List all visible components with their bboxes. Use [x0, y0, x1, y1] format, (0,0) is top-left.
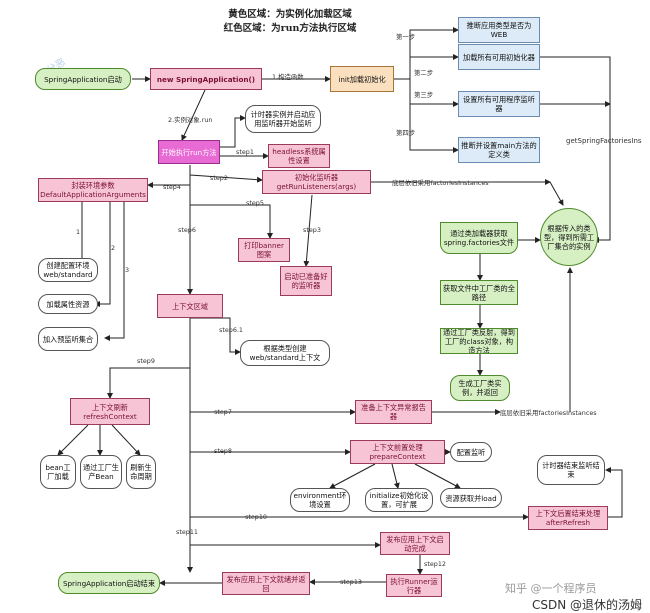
label-step10: step10: [245, 513, 267, 521]
node-set-listener: 设置所有可用程序监听器: [458, 91, 540, 117]
node-ctx-area: 上下文区域: [157, 294, 223, 318]
label-step1: step1: [236, 148, 254, 156]
node-new-app: new SpringApplication(): [150, 68, 262, 90]
label-step4: step4: [163, 183, 181, 191]
node-start-listener: 启动已准备好的监听器: [280, 266, 332, 296]
node-prepare-exception: 准备上下文异常报告器: [355, 400, 432, 424]
node-bean-factory-load: bean工厂加载: [40, 455, 76, 489]
node-create-ctx-type: 根据类型创建web/standard上下文: [240, 340, 330, 366]
node-after-refresh: 上下文后置结束处理afterRefresh: [528, 506, 608, 530]
node-publish-ready: 发布应用上下文就绪并返回: [222, 572, 310, 595]
node-init: init加载初始化: [330, 66, 394, 92]
node-runner: 执行Runner运行器: [386, 574, 442, 597]
legend-line-2: 红色区域：为run方法执行区域: [223, 23, 357, 35]
csdn-watermark: CSDN @退休的汤姆: [532, 598, 643, 612]
label-step-a2: 第二步: [414, 69, 434, 77]
node-gen-instances: 生成工厂类实例，并返回: [450, 375, 510, 401]
node-add-listener-env: 加入预监听集合: [38, 327, 98, 351]
label-step2: step2: [210, 174, 228, 182]
node-get-run-listeners: 初始化监听器getRunListeners(args): [262, 170, 371, 194]
label-step6-1: step6.1: [219, 326, 243, 334]
node-get-full-paths: 获取文件中工厂类的全路径: [440, 280, 518, 305]
node-prepare-context: 上下文前置处理prepareContext: [350, 440, 445, 464]
label-construct: 1.构造函数: [272, 73, 304, 81]
node-timer-start: 计时器实例并启动应用监听器开始监听: [245, 105, 321, 133]
node-env-setting: environment环境设置: [290, 488, 350, 512]
label-step9: step9: [137, 357, 155, 365]
label-instance-run: 2.实例对象.run: [168, 116, 213, 124]
node-create-env: 创建配置环境web/standard: [38, 258, 98, 282]
node-headless: headless系统属性设置: [268, 144, 330, 168]
node-init-setting: initialize初始化设置，可扩展: [365, 488, 433, 512]
node-timer-end: 计时器结束监听结束: [537, 455, 605, 485]
label-step11: step11: [176, 528, 198, 536]
label-n2: 2: [111, 244, 116, 252]
node-config-listener: 配置监听: [450, 442, 492, 462]
zhihu-watermark: 知乎 @一个程序员: [505, 582, 597, 595]
label-step6: step6: [178, 226, 196, 234]
node-default-args: 封装环境参数DefaultApplicationArguments: [38, 178, 148, 202]
label-from-factories-1: 底层依旧采用factoriesInstances: [392, 179, 489, 187]
label-from-factories-2: 底层依旧采用factoriesInstances: [500, 409, 597, 417]
node-load-props: 加载属性资源: [38, 294, 98, 314]
node-class-loader: 通过类加载器获取spring.factories文件: [440, 222, 518, 254]
node-reflect-factory: 通过工厂类反射，得到工厂的class对象，构造方法: [440, 328, 518, 354]
node-infer-main: 推断并设置main方法的定义类: [458, 137, 540, 163]
label-step5: step5: [246, 199, 264, 207]
label-step7: step7: [214, 408, 232, 416]
label-step8: step8: [214, 447, 232, 455]
label-get-factories: getSpringFactoriesIns: [566, 137, 642, 145]
label-step13: step13: [340, 578, 362, 586]
label-step12: step12: [424, 560, 446, 568]
legend-header: 黄色区域：为实例化加载区域 红色区域：为run方法执行区域: [160, 8, 420, 37]
node-app-started: 发布应用上下文启动完成: [380, 532, 450, 555]
node-start: SpringApplication启动: [35, 68, 131, 90]
node-load-by-type: 根据传入的类型，得到所需工厂集合的实例: [540, 208, 598, 266]
node-infer-web: 推断应用类型是否为WEB: [458, 17, 540, 43]
node-resource-load: 资源获取并load: [440, 488, 502, 508]
label-step-a1: 第一步: [396, 33, 416, 41]
node-run-method: 开始执行run方法: [158, 140, 220, 164]
node-end: SpringApplication启动结束: [58, 572, 160, 594]
label-step-a4: 第四步: [396, 129, 416, 137]
node-print-banner: 打印banner图案: [238, 238, 290, 262]
node-refresh-lifecycle: 刷新生命周期: [126, 455, 156, 489]
legend-line-1: 黄色区域：为实例化加载区域: [228, 9, 352, 20]
label-n3: 3: [125, 266, 130, 274]
label-step3: step3: [303, 226, 321, 234]
label-n1: 1: [76, 228, 81, 236]
label-step-a3: 第三步: [414, 91, 434, 99]
node-load-init: 加载所有可用初始化器: [458, 44, 540, 70]
node-factory-produce: 通过工厂生产Bean: [80, 455, 122, 489]
node-refresh-ctx: 上下文刷新refreshContext: [70, 398, 150, 425]
